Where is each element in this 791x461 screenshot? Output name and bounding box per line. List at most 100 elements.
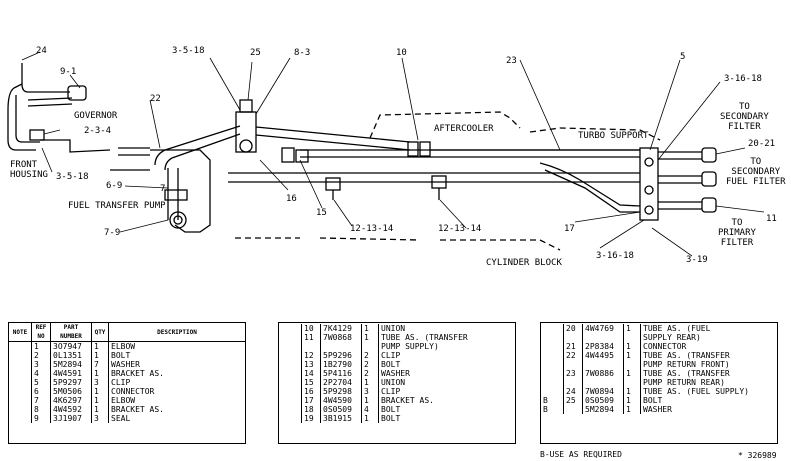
tube-22 xyxy=(154,125,241,171)
clip-12-a xyxy=(325,177,341,191)
cell-part-number: 4W4590 xyxy=(320,396,362,405)
parts-table-1-frame xyxy=(8,322,246,444)
table-header-row: NOTE REF NO PART NUMBER QTY DESCRIPTION xyxy=(9,323,245,342)
cell-qty: 1 xyxy=(623,387,641,396)
cell-description: CLIP xyxy=(378,387,515,396)
cell-qty: 1 xyxy=(361,324,379,333)
cylinder-block-outline xyxy=(235,237,561,251)
bracket-8 xyxy=(235,111,257,153)
callout-12-13-14-b: 12-13-14 xyxy=(438,224,482,234)
cell-part-number: 5M2894 xyxy=(582,405,624,414)
fuel-lines-diagram xyxy=(7,51,765,257)
cell-qty: 3 xyxy=(91,378,109,387)
cell-ref: 11 xyxy=(301,333,321,351)
cell-part-number: 4W4495 xyxy=(582,351,624,369)
tube-23 xyxy=(539,162,641,213)
cell-ref: 12 xyxy=(301,351,321,360)
cell-qty: 1 xyxy=(623,369,641,387)
callout-24: 24 xyxy=(36,46,47,56)
cell-note xyxy=(541,342,564,351)
cell-note xyxy=(9,378,32,387)
label-aftercooler: AFTERCOOLER xyxy=(434,124,494,134)
cell-qty: 1 xyxy=(623,342,641,351)
cell-qty: 1 xyxy=(91,387,109,396)
label-to-primary-filter: TO PRIMARY FILTER xyxy=(718,218,756,248)
cell-note xyxy=(279,396,302,405)
footnote-use-as-required: B-USE AS REQUIRED xyxy=(540,450,622,459)
cell-note xyxy=(279,333,302,351)
parts-table-1: NOTE REF NO PART NUMBER QTY DESCRIPTION … xyxy=(9,323,245,423)
cell-note xyxy=(279,369,302,378)
header-note: NOTE xyxy=(9,323,32,342)
cell-qty: 1 xyxy=(623,405,641,414)
cell-ref: 17 xyxy=(301,396,321,405)
header-qty: QTY xyxy=(91,323,109,342)
cell-part-number: 2P2704 xyxy=(320,378,362,387)
cell-note xyxy=(9,342,32,352)
cell-part-number: 0L1351 xyxy=(50,351,92,360)
callout-8-3: 8-3 xyxy=(294,48,311,58)
cell-ref: 16 xyxy=(301,387,321,396)
cell-note xyxy=(541,369,564,387)
callout-23: 23 xyxy=(506,56,517,66)
cell-qty: 1 xyxy=(623,324,641,342)
cell-ref xyxy=(563,405,583,414)
cell-description: WASHER xyxy=(108,360,245,369)
cell-ref: 9 xyxy=(31,414,51,423)
cell-ref: 3 xyxy=(31,360,51,369)
cell-part-number: 4W4769 xyxy=(582,324,624,342)
cell-qty: 2 xyxy=(361,360,379,369)
cell-description: CONNECTOR xyxy=(108,387,245,396)
cell-description: BRACKET AS. xyxy=(378,396,515,405)
cell-description: TUBE AS. (FUEL SUPPLY REAR) xyxy=(640,324,777,342)
callout-16: 16 xyxy=(286,194,297,204)
callout-6-9: 6-9 xyxy=(106,181,123,191)
cell-description: BOLT xyxy=(378,414,515,423)
cell-ref: 5 xyxy=(31,378,51,387)
cell-description: BOLT xyxy=(378,405,515,414)
cell-ref: 14 xyxy=(301,369,321,378)
cell-description: TUBE AS. (TRANSFER PUMP RETURN REAR) xyxy=(640,369,777,387)
cell-qty: 1 xyxy=(361,414,379,423)
cell-description: ELBOW xyxy=(108,341,245,351)
cell-description: TUBE AS. (TRANSFER PUMP SUPPLY) xyxy=(378,333,515,351)
callout-3-5-18-left: 3-5-18 xyxy=(56,172,89,182)
label-turbo-support: TURBO SUPPORT xyxy=(578,131,649,141)
callout-2-3-4: 2-3-4 xyxy=(84,126,112,136)
bracket-17 xyxy=(639,147,659,221)
callout-7: 7 xyxy=(160,184,166,194)
cell-description: BOLT xyxy=(640,396,777,405)
cell-description: BRACKET AS. xyxy=(108,369,245,378)
cell-qty: 3 xyxy=(361,387,379,396)
cell-description: SEAL xyxy=(108,414,245,423)
header-ref-no: REF NO xyxy=(31,323,51,342)
cell-note xyxy=(9,405,32,414)
cell-note xyxy=(9,351,32,360)
cell-ref: 19 xyxy=(301,414,321,423)
cell-description: BOLT xyxy=(108,351,245,360)
callout-11: 11 xyxy=(766,214,777,224)
cell-description: CONNECTOR xyxy=(640,342,777,351)
callout-3-5-18-top: 3-5-18 xyxy=(172,46,205,56)
cell-part-number: 7W0886 xyxy=(582,369,624,387)
cell-description: UNION xyxy=(378,324,515,333)
cell-ref: 13 xyxy=(301,360,321,369)
cell-ref: 22 xyxy=(563,351,583,369)
cell-part-number: 5P4116 xyxy=(320,369,362,378)
cell-note xyxy=(279,405,302,414)
cell-part-number: 5P9297 xyxy=(50,378,92,387)
callout-9-1: 9-1 xyxy=(60,67,77,77)
cell-part-number: 1B2790 xyxy=(320,360,362,369)
